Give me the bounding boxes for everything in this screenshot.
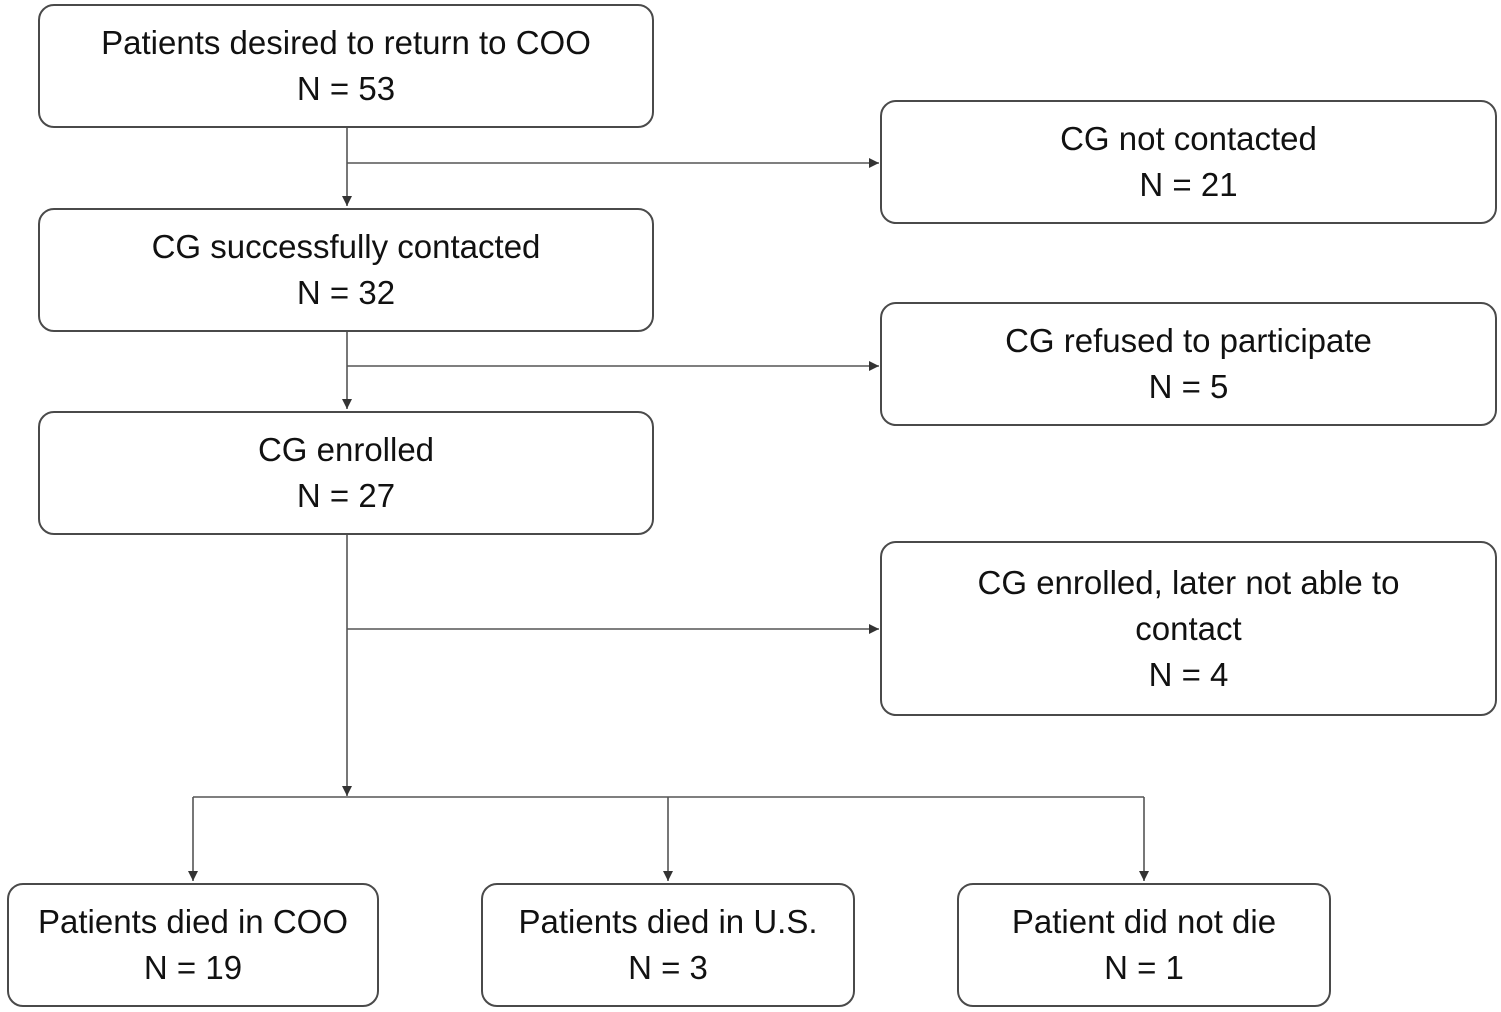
flow-box-successfully-contacted: CG successfully contacted N = 32 bbox=[38, 208, 654, 332]
outcome-box-count: N = 19 bbox=[143, 949, 243, 986]
outcome-box-count: N = 3 bbox=[628, 949, 708, 986]
exclusion-box-label: CG enrolled, later not able to contact bbox=[977, 563, 1400, 647]
flow-box-label: Patients desired to return to COO bbox=[101, 24, 591, 61]
flow-box-enrolled: CG enrolled N = 27 bbox=[38, 411, 654, 535]
outcome-box-label: Patients died in U.S. bbox=[518, 903, 818, 940]
outcome-box-count: N = 1 bbox=[1104, 949, 1184, 986]
flow-box-label: CG successfully contacted bbox=[151, 228, 541, 265]
exclusion-box-label: CG refused to participate bbox=[1005, 322, 1372, 359]
outcome-box-label: Patients died in COO bbox=[38, 903, 348, 940]
exclusion-box-label: CG not contacted bbox=[1060, 120, 1317, 157]
flow-box-count: N = 27 bbox=[296, 477, 396, 514]
exclusion-box-refused: CG refused to participate N = 5 bbox=[880, 302, 1497, 426]
exclusion-box-not-contacted: CG not contacted N = 21 bbox=[880, 100, 1497, 224]
outcome-box-died-coo: Patients died in COO N = 19 bbox=[7, 883, 379, 1007]
exclusion-box-count: N = 4 bbox=[1148, 655, 1229, 693]
exclusion-box-count: N = 21 bbox=[1139, 166, 1238, 203]
flow-box-count: N = 53 bbox=[296, 70, 396, 107]
outcome-box-did-not-die: Patient did not die N = 1 bbox=[957, 883, 1331, 1007]
flow-box-count: N = 32 bbox=[296, 274, 396, 311]
flow-box-desired-return: Patients desired to return to COO N = 53 bbox=[38, 4, 654, 128]
outcome-box-died-us: Patients died in U.S. N = 3 bbox=[481, 883, 855, 1007]
exclusion-box-lost-contact: CG enrolled, later not able to contact N… bbox=[880, 541, 1497, 716]
exclusion-box-count: N = 5 bbox=[1148, 368, 1229, 405]
flow-box-label: CG enrolled bbox=[257, 431, 435, 468]
outcome-box-label: Patient did not die bbox=[1011, 903, 1277, 940]
